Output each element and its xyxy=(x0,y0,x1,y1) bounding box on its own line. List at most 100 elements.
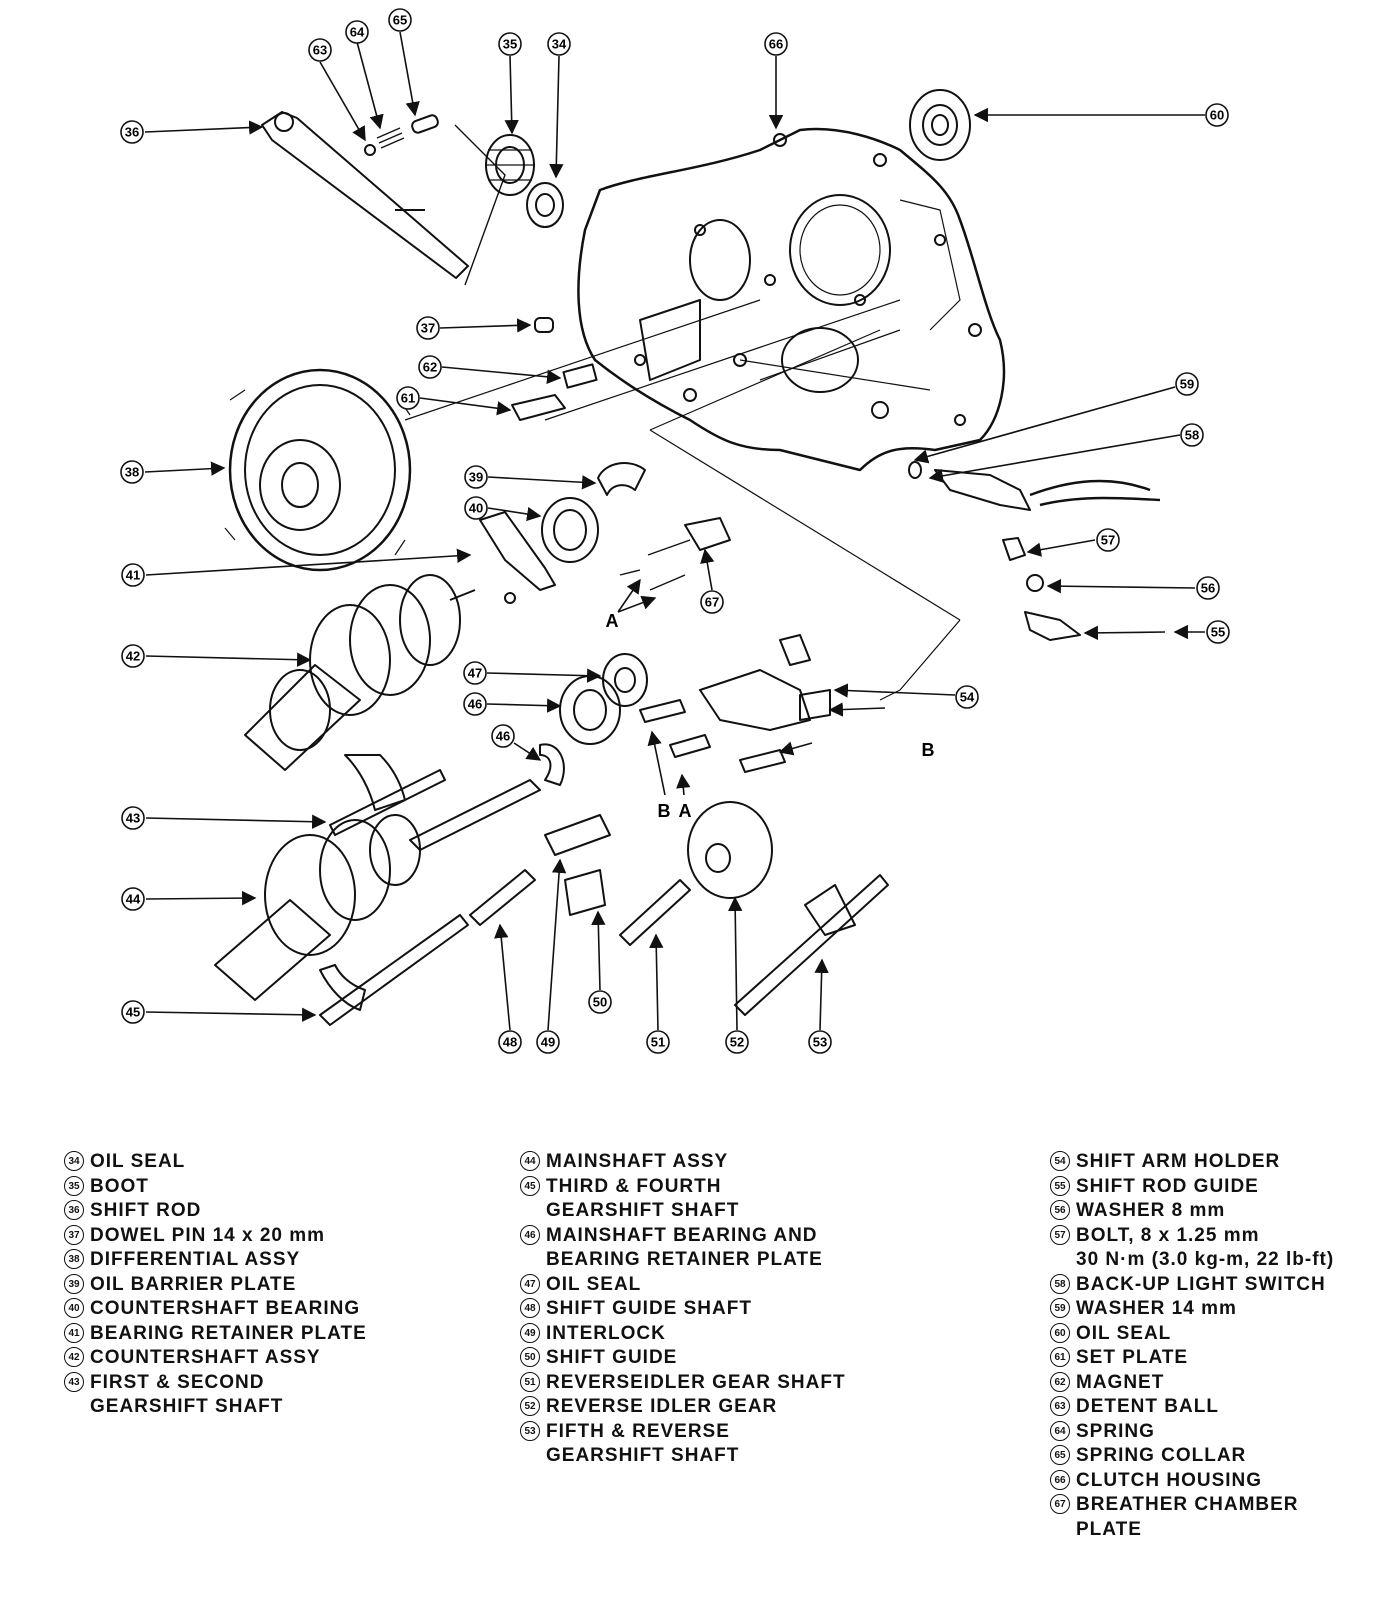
legend-label-line: BEARING RETAINER PLATE xyxy=(546,1249,823,1270)
callout-38: 38 xyxy=(120,460,144,484)
first-second-gearshift-shaft-drawing xyxy=(329,754,446,836)
shift-arm-holder-drawing xyxy=(699,634,831,731)
marker-b-right: B xyxy=(922,740,935,760)
svg-text:48: 48 xyxy=(503,1035,517,1050)
callout-52: 52 xyxy=(725,1030,749,1054)
svg-text:58: 58 xyxy=(1185,428,1199,443)
mainshaft-assy-drawing xyxy=(214,779,541,1001)
legend-label: OIL SEAL xyxy=(90,1150,185,1175)
legend-label: CLUTCH HOUSING xyxy=(1076,1469,1262,1494)
shift-rod-drawing xyxy=(261,111,469,279)
interlock-drawing xyxy=(544,814,611,856)
legend-label-line: OIL SEAL xyxy=(1076,1322,1172,1344)
legend-label: MAINSHAFT ASSY xyxy=(546,1150,728,1175)
legend-label-line: DIFFERENTIAL ASSY xyxy=(90,1249,301,1270)
fifth-reverse-gearshift-shaft-drawing xyxy=(734,874,889,1016)
callout-53: 53 xyxy=(808,1030,832,1054)
dowel-pin-drawing xyxy=(534,317,554,333)
legend-number-badge: 46 xyxy=(520,1224,540,1245)
bolt-drawing xyxy=(1002,537,1026,561)
callout-45: 45 xyxy=(121,1000,145,1024)
callout-34: 34 xyxy=(547,32,571,56)
legend-number-badge: 47 xyxy=(520,1273,540,1294)
legend-label-line: BOOT xyxy=(90,1175,149,1197)
callout-37: 37 xyxy=(416,316,440,340)
svg-text:51: 51 xyxy=(651,1035,665,1050)
svg-text:52: 52 xyxy=(730,1035,744,1050)
legend-label: BOOT xyxy=(90,1175,149,1200)
marker-a-upper: A xyxy=(606,611,619,631)
legend-number-badge: 52 xyxy=(520,1396,540,1416)
legend-label: SPRING xyxy=(1076,1420,1155,1445)
legend-label-line: DOWEL PIN 14 x 20 mm xyxy=(90,1224,326,1246)
svg-text:62: 62 xyxy=(423,360,437,375)
legend-number-badge: 49 xyxy=(520,1322,540,1343)
callout-63: 63 xyxy=(308,38,332,62)
legend-label-line: BEARING RETAINER PLATE xyxy=(90,1322,367,1344)
legend-label-line: SHIFT GUIDE xyxy=(546,1347,678,1368)
mainshaft-bearing-drawing xyxy=(559,675,621,745)
callout-54: 54 xyxy=(955,685,979,709)
svg-text:36: 36 xyxy=(125,125,139,140)
legend-label-line: 30 N·m (3.0 kg-m, 22 lb-ft) xyxy=(1076,1249,1335,1270)
svg-text:45: 45 xyxy=(126,1005,140,1020)
callout-47: 47 xyxy=(463,661,487,685)
svg-text:59: 59 xyxy=(1180,377,1194,392)
reverse-idler-gear-shaft-drawing xyxy=(619,879,691,946)
svg-text:63: 63 xyxy=(313,43,327,58)
callout-40: 40 xyxy=(464,496,488,520)
legend-item-41: 41 BEARING RETAINER PLATE xyxy=(64,1322,367,1347)
legend-number-badge: 38 xyxy=(64,1249,84,1269)
bearing-retainer-plate-drawing xyxy=(479,511,556,591)
callout-49: 49 xyxy=(536,1030,560,1054)
legend-label: BEARING RETAINER PLATE xyxy=(90,1322,367,1347)
svg-text:34: 34 xyxy=(552,37,567,52)
legend-label-line: MAGNET xyxy=(1076,1371,1165,1393)
svg-text:61: 61 xyxy=(401,391,415,406)
backup-light-switch-drawing xyxy=(934,469,1161,511)
legend-label-line: REVERSE IDLER GEAR xyxy=(546,1396,778,1417)
svg-text:46: 46 xyxy=(496,729,510,744)
legend-number-badge: 41 xyxy=(64,1322,84,1343)
svg-text:47: 47 xyxy=(468,666,482,681)
legend-number-badge: 50 xyxy=(520,1347,540,1367)
svg-text:38: 38 xyxy=(125,465,139,480)
legend-label-line: INTERLOCK xyxy=(546,1322,666,1344)
callout-66: 66 xyxy=(764,32,788,56)
marker-a-lower: A xyxy=(679,801,692,821)
legend-label-line: SPRING COLLAR xyxy=(1076,1445,1247,1466)
legend-label: WASHER 14 mm xyxy=(1076,1297,1237,1322)
boot-drawing xyxy=(485,134,535,196)
legend-item-48: 48 SHIFT GUIDE SHAFT xyxy=(520,1297,846,1322)
legend-number-badge: 48 xyxy=(520,1298,540,1318)
marker-b-lower: B xyxy=(658,801,671,821)
legend-label-line: OIL SEAL xyxy=(90,1151,186,1172)
callouts: 36 63 64 65 35 34 66 60 37 62 61 38 39 4… xyxy=(120,8,1230,1054)
callout-46-plate: 46 xyxy=(491,724,515,748)
callout-67: 67 xyxy=(700,590,724,614)
legend-label-line: GEARSHIFT SHAFT xyxy=(90,1396,284,1417)
legend-number-badge: 62 xyxy=(1050,1371,1070,1392)
legend-number-badge: 59 xyxy=(1050,1298,1070,1318)
legend-label: DOWEL PIN 14 x 20 mm xyxy=(90,1224,325,1249)
legend-label: INTERLOCK xyxy=(546,1322,666,1347)
legend-label-line: GEARSHIFT SHAFT xyxy=(546,1200,740,1221)
legend-label-line: THIRD & FOURTH xyxy=(546,1175,722,1197)
legend-label-line: SHIFT GUIDE SHAFT xyxy=(546,1298,752,1319)
callout-36: 36 xyxy=(120,120,144,144)
